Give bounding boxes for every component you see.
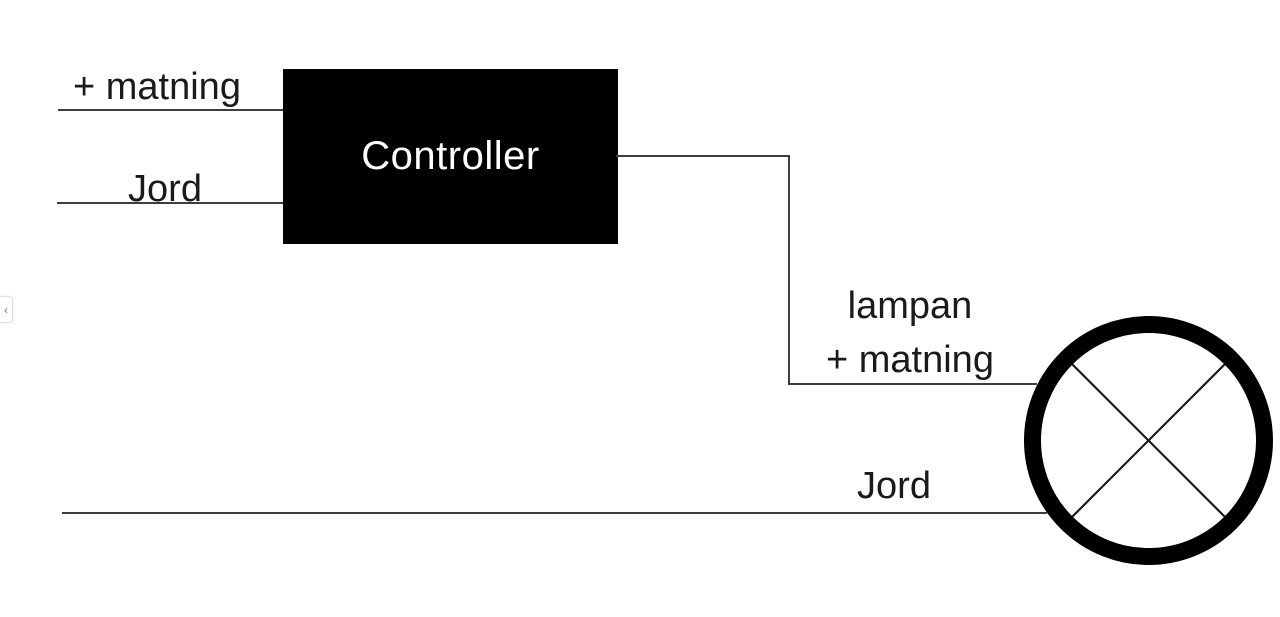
label-lamp-feed: lampan + matning xyxy=(788,279,1032,387)
wire-supply-left xyxy=(58,109,285,111)
controller-block: Controller xyxy=(283,69,618,244)
chevron-left-icon: ‹ xyxy=(4,302,8,317)
wire-ground-bottom xyxy=(62,512,1047,514)
wire-output-vertical xyxy=(788,155,790,385)
label-ground-right: Jord xyxy=(857,465,931,507)
label-ground-left: Jord xyxy=(128,168,202,210)
wire-ground-left xyxy=(57,202,285,204)
label-lamp-line2: + matning xyxy=(826,339,994,381)
collapse-panel-button[interactable]: ‹ xyxy=(0,296,13,323)
lamp-icon xyxy=(1024,316,1273,565)
label-lamp-line1: lampan xyxy=(847,285,973,327)
controller-label: Controller xyxy=(361,134,540,178)
label-supply-left: + matning xyxy=(73,66,241,108)
wire-lamp-feed xyxy=(788,383,1037,385)
wire-controller-output xyxy=(616,155,790,157)
